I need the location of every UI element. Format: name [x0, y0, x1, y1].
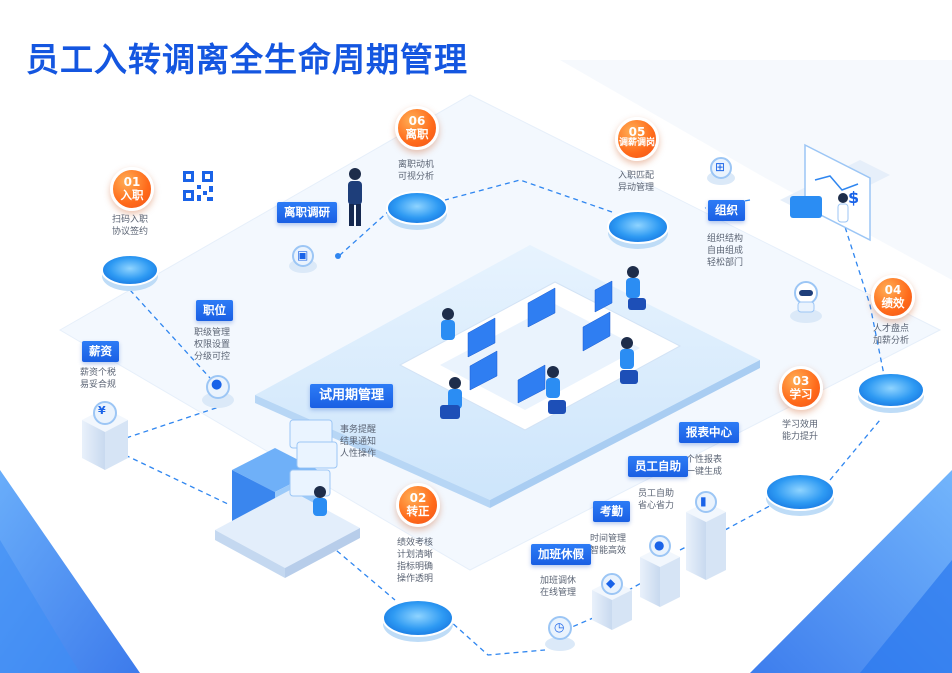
stage-01-number: 01 [123, 175, 141, 189]
stage-05-number: 05 [628, 125, 646, 139]
person-icon: ● [654, 538, 665, 552]
org-chart-icon: ⊞ [715, 160, 726, 174]
stage-05-label: 调薪调岗 [618, 137, 655, 148]
stage-04-number: 04 [884, 283, 902, 297]
shield-icon: ◆ [606, 576, 616, 590]
stage-04-desc: 人才盘点加薪分析 [873, 324, 910, 346]
stage-02-badge: 02 转正 [396, 483, 440, 527]
stage-02-label: 转正 [406, 503, 430, 518]
tag-position: 职位 [196, 300, 233, 321]
stage-02-desc: 绩效考核计划清晰 指标明确操作透明 [397, 538, 434, 584]
stage-03-desc: 学习效用能力提升 [782, 420, 819, 442]
stage-02-number: 02 [409, 491, 427, 505]
tag-org: 组织 [708, 200, 745, 221]
stage-04-badge: 04 绩效 [871, 275, 915, 319]
stage-03-badge: 03 学习 [779, 366, 823, 410]
stage-03-label: 学习 [789, 386, 813, 401]
tag-report-desc: 个性报表一键生成 [686, 455, 723, 477]
tag-attendance: 考勤 [593, 501, 630, 522]
stage-06-desc: 离职动机可视分析 [398, 160, 435, 182]
dollar-icon: $ [848, 188, 860, 207]
stage-01-badge: 01 入职 [110, 167, 154, 211]
stage-03-number: 03 [792, 374, 810, 388]
stage-05-badge: 05 调薪调岗 [615, 117, 659, 161]
yen-coin-icon: ¥ [98, 404, 106, 417]
tag-exit-survey: 离职调研 [277, 202, 337, 223]
tag-attendance-desc: 时间管理智能高效 [590, 534, 627, 556]
tag-salary-desc: 薪资个税易妥合规 [80, 368, 117, 390]
tag-self-service: 员工自助 [628, 456, 688, 477]
tag-overtime: 加班休假 [531, 544, 591, 565]
tag-report: 报表中心 [679, 422, 739, 443]
stage-04-label: 绩效 [881, 295, 905, 310]
qr-code-icon [183, 171, 213, 201]
stage-06-badge: 06 离职 [395, 106, 439, 150]
user-icon: ● [211, 377, 223, 392]
bar-chart-icon: ▮ [700, 494, 707, 508]
stage-01-label: 入职 [120, 187, 144, 202]
tag-probation: 试用期管理 [310, 384, 394, 408]
tag-salary: 薪资 [82, 341, 119, 362]
stage-01-desc: 扫码入职协议签约 [112, 215, 149, 237]
tag-overtime-desc: 加班调休在线管理 [540, 576, 577, 598]
stage-06-number: 06 [408, 114, 426, 128]
tag-self-service-desc: 员工自助省心省力 [638, 489, 675, 511]
stage-06-label: 离职 [405, 126, 429, 141]
tag-org-desc: 组织结构自由组成轻松部门 [707, 234, 744, 268]
page-title: 员工入转调离全生命周期管理 [26, 40, 468, 79]
tag-probation-desc: 事务提醒结果通知人性操作 [340, 425, 377, 459]
tag-position-desc: 职级管理权限设置分级可控 [194, 328, 231, 362]
camera-icon: ▣ [297, 248, 309, 262]
stage-05-desc: 入职匹配异动管理 [618, 171, 655, 193]
alarm-clock-icon: ◷ [554, 620, 565, 634]
